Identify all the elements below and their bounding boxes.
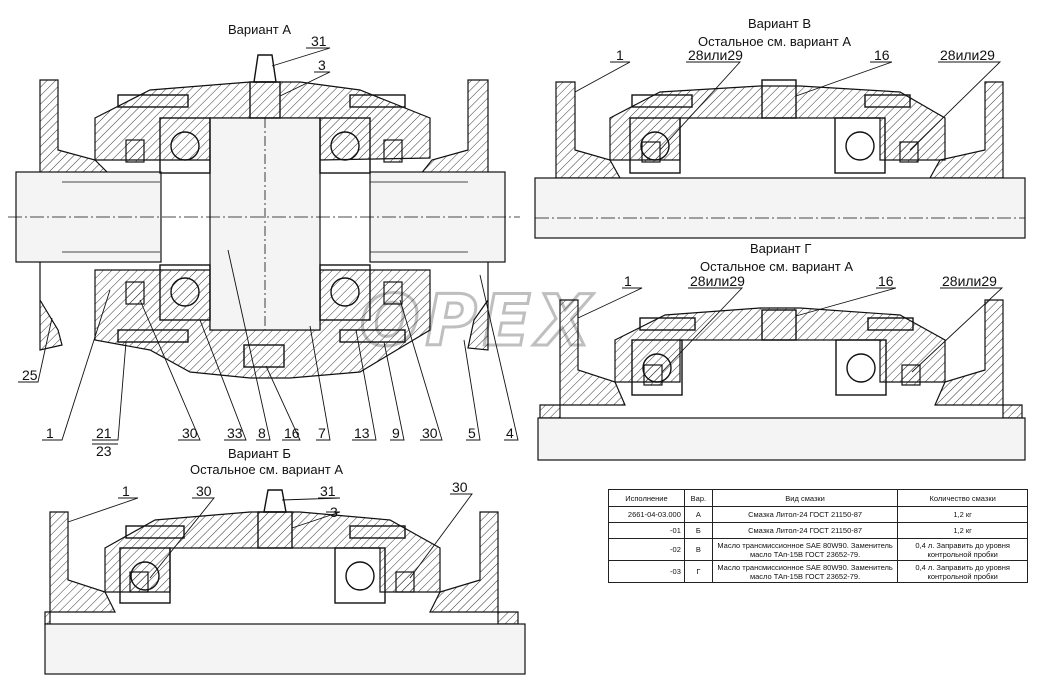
cell-variant: Г bbox=[683, 560, 713, 583]
cell-execution: 2661-04-03.000 bbox=[608, 506, 685, 523]
variant-b-title: Вариант Б bbox=[228, 446, 291, 461]
callout-a-21: 21 bbox=[96, 425, 112, 441]
callout-a-30-left: 30 bbox=[182, 425, 198, 441]
variant-v-title: Вариант В bbox=[748, 16, 811, 31]
callout-g-1: 1 bbox=[624, 273, 632, 289]
cell-variant: В bbox=[683, 538, 713, 561]
table-row: -01 Б Смазка Литол-24 ГОСТ 21150-87 1,2 … bbox=[608, 522, 1028, 539]
lubrication-table: Исполнение Вар. Вид смазки Количество см… bbox=[608, 489, 1028, 583]
callout-a-1: 1 bbox=[46, 425, 54, 441]
cell-lube-qty: 1,2 кг bbox=[897, 506, 1028, 523]
header-lube-type: Вид смазки bbox=[711, 489, 899, 507]
header-execution: Исполнение bbox=[608, 489, 685, 507]
variant-a-callouts: Вариант А 31 3 25 1 21 23 30 33 8 16 7 1… bbox=[18, 22, 519, 459]
callout-a-3: 3 bbox=[318, 57, 326, 73]
table-row: -03 Г Масло трансмиссионное SAE 80W90. З… bbox=[608, 560, 1028, 583]
variant-v-subtitle: Остальное см. вариант А bbox=[698, 34, 851, 49]
variant-a-section bbox=[8, 54, 520, 379]
cell-lube-qty: 0,4 л. Заправить до уровня контрольной п… bbox=[897, 538, 1028, 561]
variant-g-title: Вариант Г bbox=[750, 241, 811, 256]
callout-a-23: 23 bbox=[96, 443, 112, 459]
callout-v-16: 16 bbox=[874, 47, 890, 63]
variant-g-section: Вариант Г Остальное см. вариант А 1 28ил… bbox=[537, 241, 1026, 461]
cell-lube-qty: 0,4 л. Заправить до уровня контрольной п… bbox=[897, 560, 1028, 583]
header-lube-qty: Количество смазки bbox=[897, 489, 1028, 507]
callout-b-31: 31 bbox=[320, 483, 336, 499]
cell-lube-type: Смазка Литол-24 ГОСТ 21150-87 bbox=[711, 522, 899, 539]
callout-a-8: 8 bbox=[258, 425, 266, 441]
callout-g-28-left: 28или29 bbox=[690, 273, 745, 289]
cell-lube-type: Смазка Литол-24 ГОСТ 21150-87 bbox=[711, 506, 899, 523]
table-header-row: Исполнение Вар. Вид смазки Количество см… bbox=[608, 489, 1028, 507]
variant-b-subtitle: Остальное см. вариант А bbox=[190, 462, 343, 477]
callout-a-7: 7 bbox=[318, 425, 326, 441]
cell-execution: -02 bbox=[608, 538, 685, 561]
table-row: 2661-04-03.000 А Смазка Литол-24 ГОСТ 21… bbox=[608, 506, 1028, 523]
callout-a-4: 4 bbox=[506, 425, 514, 441]
callout-a-16: 16 bbox=[284, 425, 300, 441]
callout-v-28-left: 28или29 bbox=[688, 47, 743, 63]
header-variant: Вар. bbox=[683, 489, 713, 507]
cell-lube-type: Масло трансмиссионное SAE 80W90. Заменит… bbox=[711, 538, 899, 561]
cell-lube-qty: 1,2 кг bbox=[897, 522, 1028, 539]
callout-v-1: 1 bbox=[616, 47, 624, 63]
callout-a-30-right: 30 bbox=[422, 425, 438, 441]
callout-v-28-right: 28или29 bbox=[940, 47, 995, 63]
table-row: -02 В Масло трансмиссионное SAE 80W90. З… bbox=[608, 538, 1028, 561]
callout-b-30-left: 30 bbox=[196, 483, 212, 499]
callout-b-3: 3 bbox=[330, 504, 338, 520]
callout-g-16: 16 bbox=[878, 273, 894, 289]
callout-a-25: 25 bbox=[22, 367, 38, 383]
callout-a-13: 13 bbox=[354, 425, 370, 441]
variant-g-subtitle: Остальное см. вариант А bbox=[700, 259, 853, 274]
callout-a-9: 9 bbox=[392, 425, 400, 441]
callout-g-28-right: 28или29 bbox=[942, 273, 997, 289]
cell-variant: Б bbox=[683, 522, 713, 539]
callout-a-31: 31 bbox=[311, 33, 327, 49]
variant-v-section: Вариант В Остальное см. вариант А 1 28ил… bbox=[534, 16, 1026, 239]
cell-variant: А bbox=[683, 506, 713, 523]
callout-a-5: 5 bbox=[468, 425, 476, 441]
variant-b-section: Вариант Б Остальное см. вариант А 1 30 3… bbox=[44, 446, 526, 675]
cell-lube-type: Масло трансмиссионное SAE 80W90. Заменит… bbox=[711, 560, 899, 583]
variant-a-title: Вариант А bbox=[228, 22, 291, 37]
cell-execution: -03 bbox=[608, 560, 685, 583]
callout-a-33: 33 bbox=[227, 425, 243, 441]
callout-b-1: 1 bbox=[122, 483, 130, 499]
callout-b-30-right: 30 bbox=[452, 479, 468, 495]
cell-execution: -01 bbox=[608, 522, 685, 539]
